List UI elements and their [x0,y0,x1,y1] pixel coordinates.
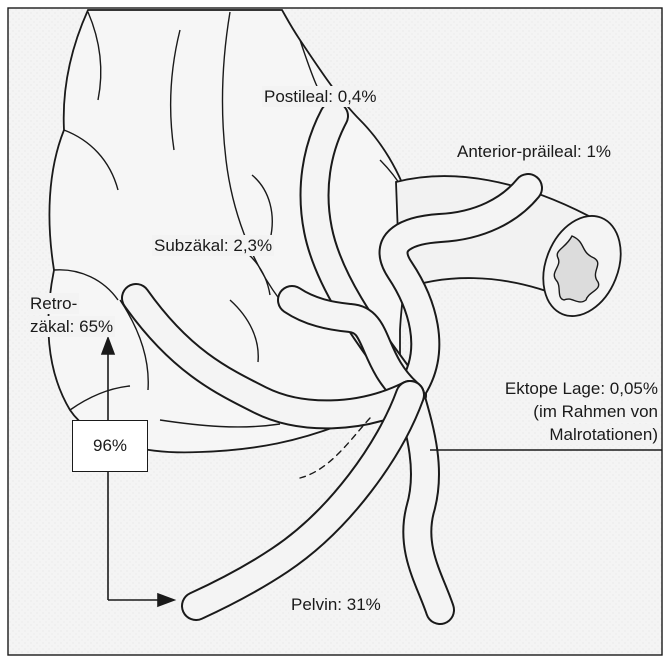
label-subzaekal: Subzäkal: 2,3% [152,235,274,256]
label-anterior-praeileal: Anterior-präileal: 1% [455,141,613,162]
label-ektope-line1: Ektope Lage: 0,05% [503,378,660,399]
label-retrozaekal-line1: Retro- [28,293,79,314]
label-postileal: Postileal: 0,4% [262,86,378,107]
label-retrozaekal-line2: zäkal: 65% [28,316,115,337]
label-pelvin: Pelvin: 31% [289,594,383,615]
sum-box: 96% [72,420,148,472]
sum-box-value: 96% [93,436,127,456]
label-ektope-line3: Malrotationen) [547,424,660,445]
label-ektope-line2: (im Rahmen von [531,401,660,422]
